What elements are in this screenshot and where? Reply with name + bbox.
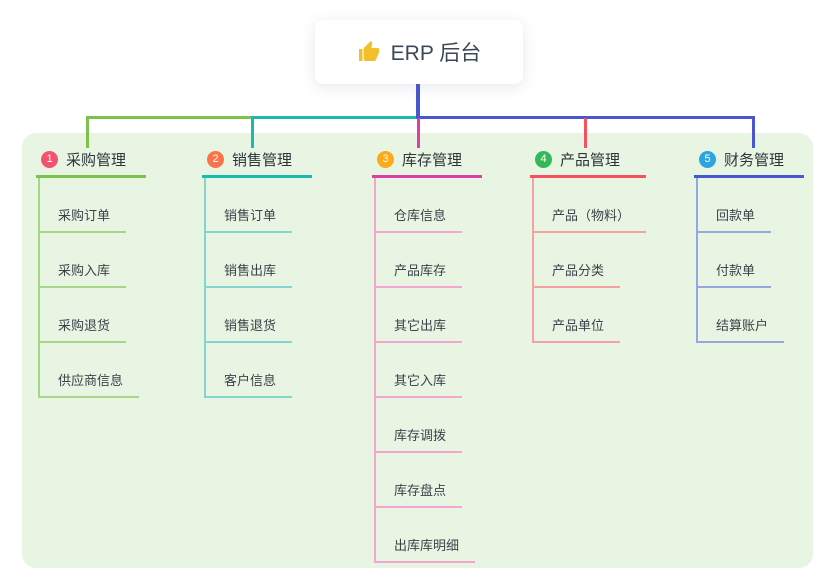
branch-sales: 2 销售管理 销售订单 销售出库 销售退货 客户信息 <box>202 148 312 398</box>
branch-finance: 5 财务管理 回款单 付款单 结算账户 <box>694 148 804 343</box>
branch-purchase-header[interactable]: 1 采购管理 <box>36 148 146 178</box>
branch-product-label: 产品管理 <box>560 152 621 169</box>
root-node-label: ERP 后台 <box>390 42 482 65</box>
node-sales-order[interactable]: 销售订单 <box>206 178 293 233</box>
node-customer-info[interactable]: 客户信息 <box>206 343 293 398</box>
node-product-material[interactable]: 产品（物料） <box>534 178 647 233</box>
node-warehouse-info[interactable]: 仓库信息 <box>376 178 463 233</box>
node-purchase-order[interactable]: 采购订单 <box>40 178 127 233</box>
branch-inventory: 3 库存管理 仓库信息 产品库存 其它出库 其它入库 库存调拨 库存盘点 出库库… <box>372 148 482 563</box>
node-stock-transfer[interactable]: 库存调拨 <box>376 398 463 453</box>
branch-purchase: 1 采购管理 采购订单 采购入库 采购退货 供应商信息 <box>36 148 146 398</box>
branch-sales-label: 销售管理 <box>232 152 293 169</box>
branch-finance-label: 财务管理 <box>724 152 785 169</box>
branch-4-badge: 4 <box>535 151 552 168</box>
node-purchase-inbound[interactable]: 采购入库 <box>40 233 127 288</box>
branch-product-children: 产品（物料） 产品分类 产品单位 <box>532 178 647 343</box>
root-stem-line <box>416 84 420 118</box>
branch-finance-header[interactable]: 5 财务管理 <box>694 148 804 178</box>
node-outbound-detail[interactable]: 出库库明细 <box>376 508 476 563</box>
node-supplier-info[interactable]: 供应商信息 <box>40 343 140 398</box>
node-settlement-account[interactable]: 结算账户 <box>698 288 785 343</box>
branch-product: 4 产品管理 产品（物料） 产品分类 产品单位 <box>530 148 647 343</box>
thumbs-up-icon <box>357 40 381 64</box>
connector-drop-branch4 <box>584 118 587 148</box>
node-product-category[interactable]: 产品分类 <box>534 233 621 288</box>
branch-3-badge: 3 <box>377 151 394 168</box>
connector-drop-branch5 <box>752 118 755 148</box>
node-product-stock[interactable]: 产品库存 <box>376 233 463 288</box>
branch-sales-header[interactable]: 2 销售管理 <box>202 148 312 178</box>
node-stock-taking[interactable]: 库存盘点 <box>376 453 463 508</box>
node-other-outbound[interactable]: 其它出库 <box>376 288 463 343</box>
node-sales-outbound[interactable]: 销售出库 <box>206 233 293 288</box>
node-payment-bill[interactable]: 付款单 <box>698 233 772 288</box>
branch-purchase-children: 采购订单 采购入库 采购退货 供应商信息 <box>38 178 140 398</box>
branch-2-badge: 2 <box>207 151 224 168</box>
connector-branch2-segment <box>251 116 418 119</box>
node-sales-return[interactable]: 销售退货 <box>206 288 293 343</box>
node-other-inbound[interactable]: 其它入库 <box>376 343 463 398</box>
branch-5-badge: 5 <box>699 151 716 168</box>
branch-inventory-label: 库存管理 <box>402 152 463 169</box>
node-purchase-return[interactable]: 采购退货 <box>40 288 127 343</box>
node-receipt-bill[interactable]: 回款单 <box>698 178 772 233</box>
branch-sales-children: 销售订单 销售出库 销售退货 客户信息 <box>204 178 293 398</box>
root-node-erp[interactable]: ERP 后台 <box>315 20 523 84</box>
branch-finance-children: 回款单 付款单 结算账户 <box>696 178 785 343</box>
connector-branch5-segment <box>416 116 755 119</box>
mindmap-panel <box>22 133 813 568</box>
branch-inventory-children: 仓库信息 产品库存 其它出库 其它入库 库存调拨 库存盘点 出库库明细 <box>374 178 476 563</box>
branch-purchase-label: 采购管理 <box>66 152 127 169</box>
node-product-unit[interactable]: 产品单位 <box>534 288 621 343</box>
branch-1-badge: 1 <box>41 151 58 168</box>
connector-branch1-segment <box>86 116 253 119</box>
branch-inventory-header[interactable]: 3 库存管理 <box>372 148 482 178</box>
connector-drop-branch3 <box>417 118 420 148</box>
connector-drop-branch2 <box>251 118 254 148</box>
branch-product-header[interactable]: 4 产品管理 <box>530 148 647 178</box>
connector-drop-branch1 <box>86 118 89 148</box>
